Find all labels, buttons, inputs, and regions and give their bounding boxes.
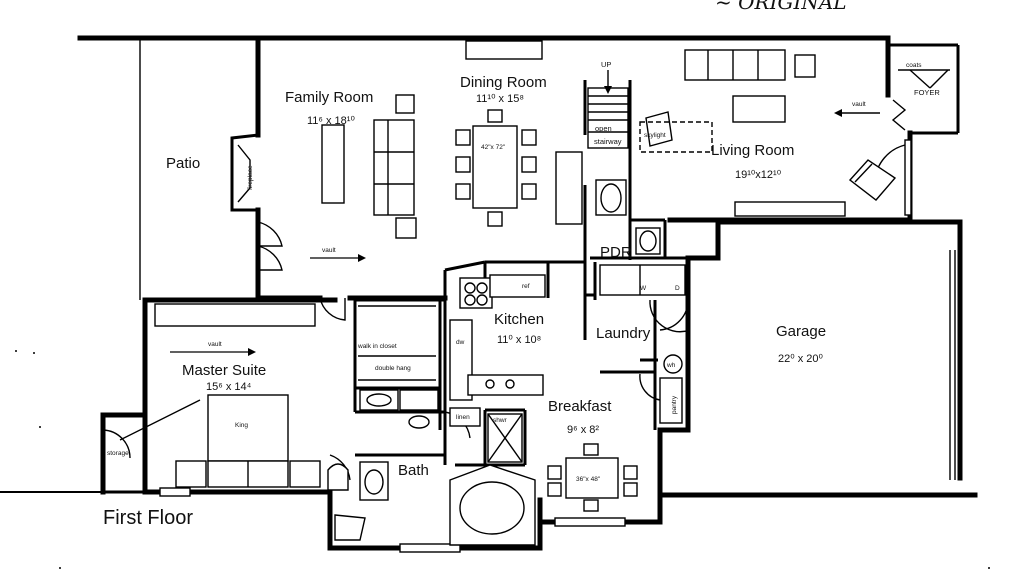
dining-room-name: Dining Room (460, 74, 547, 91)
dining-table-label: 42"x 72" (481, 144, 506, 151)
fireplace: fireplace (230, 133, 259, 212)
patio-name: Patio (166, 155, 200, 172)
header-scrawl: ~ ORIGINAL (715, 0, 847, 14)
kitchen-name: Kitchen (494, 311, 544, 328)
interior-walls (353, 80, 690, 467)
stairway: UP open stairway (587, 60, 629, 149)
double-hang-label: double hang (375, 365, 411, 372)
breakfast-table-set: 36"x 48" (547, 443, 638, 512)
shwr-label: shwr (493, 417, 508, 424)
family-room-name: Family Room (285, 89, 373, 106)
master-vault-label: vault (208, 341, 222, 348)
dining-room-dims: 11¹⁰ x 15⁸ (476, 93, 524, 105)
room-labels: Family Room 11⁶ x 18¹⁰ Dining Room 11¹⁰ … (166, 74, 826, 479)
pantry-label: pantry (671, 395, 678, 414)
laundry-fixtures: W D wh pantry (599, 264, 686, 424)
king-bed-label: King (235, 422, 248, 429)
fireplace-label: fireplace (247, 165, 254, 190)
scan-specks (15, 350, 990, 569)
kitchen-fixtures: ref dw (449, 274, 546, 401)
windows (154, 40, 912, 553)
dryer-label: D (675, 285, 680, 292)
stairway-label: stairway (594, 137, 622, 146)
dw-label: dw (456, 339, 465, 346)
living-vault-label: vault (852, 101, 866, 108)
master-suite-dims: 15⁶ x 14⁴ (206, 381, 252, 393)
up-label: UP (601, 60, 611, 69)
ref-label: ref (522, 283, 530, 290)
floor-title: First Floor (103, 507, 193, 529)
garage-name: Garage (776, 323, 826, 340)
kitchen-dims: 11⁰ x 10⁸ (497, 334, 541, 346)
foyer-closet: coats FOYER (891, 62, 950, 131)
foyer-label: FOYER (914, 88, 940, 97)
breakfast-name: Breakfast (548, 398, 612, 415)
breakfast-dims: 9⁶ x 8² (567, 424, 599, 436)
storage-label: storage (107, 450, 129, 457)
storage-closet: storage (107, 450, 129, 457)
coats-label: coats (906, 62, 922, 69)
dining-table-set: 42"x 72" (455, 109, 537, 227)
breakfast-table-label: 36"x 48" (576, 476, 601, 483)
closet-and-bath-fixtures: walk in closet double hang linen shwr (119, 343, 536, 546)
master-suite-name: Master Suite (182, 362, 266, 379)
washer-label: W (640, 285, 647, 292)
walk-in-closet-label: walk in closet (357, 343, 397, 350)
family-room-furniture (373, 94, 417, 239)
bath-name: Bath (398, 462, 429, 479)
doors (102, 144, 956, 481)
garage-dims: 22⁰ x 20⁰ (778, 353, 823, 365)
family-vault-arrow: vault (310, 247, 366, 262)
living-room-furniture: skylight vault (639, 49, 897, 201)
skylight-label: skylight (644, 132, 666, 139)
living-room-name: Living Room (711, 142, 794, 159)
linen-label: linen (456, 414, 470, 421)
master-suite-furniture: King vault (170, 341, 349, 491)
pdr-fixtures (595, 179, 661, 255)
family-room-dims: 11⁶ x 18¹⁰ (307, 115, 355, 127)
pdr-name: PDR (600, 244, 632, 261)
laundry-name: Laundry (596, 325, 651, 342)
living-room-dims: 19¹⁰x12¹⁰ (735, 169, 782, 181)
wh-label: wh (666, 362, 676, 369)
family-vault-label: vault (322, 247, 336, 254)
open-label: open (595, 124, 612, 133)
